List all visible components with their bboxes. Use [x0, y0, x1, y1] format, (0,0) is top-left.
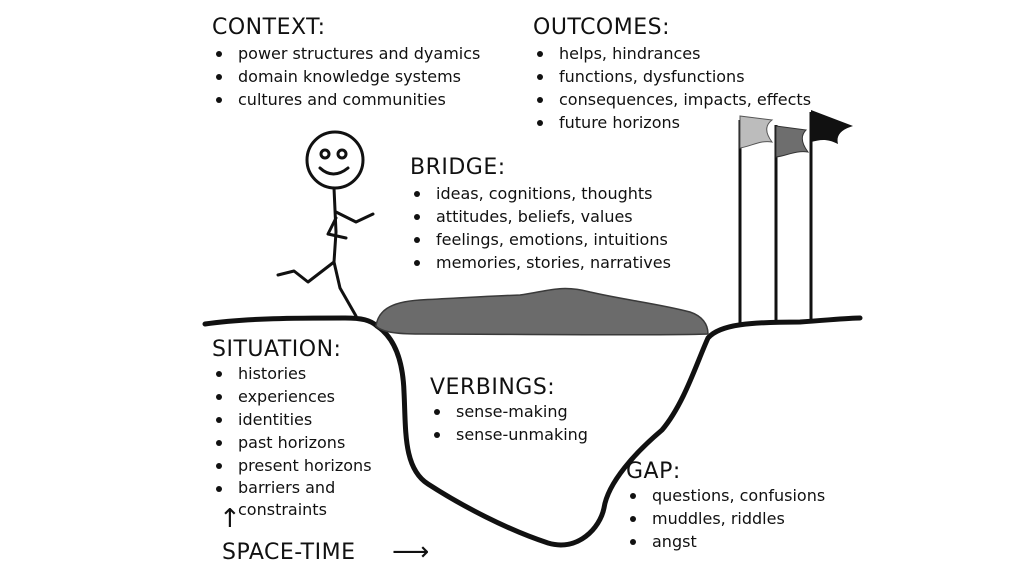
bullet-icon [216, 417, 222, 423]
bullet-icon [216, 371, 222, 377]
bullet-icon [216, 486, 222, 492]
bridge-heading: BRIDGE: [410, 155, 506, 180]
bridge-section: BRIDGE: ideas, cognitions, thoughts atti… [410, 156, 671, 274]
outcomes-section: OUTCOMES: helps, hindrances functions, d… [533, 16, 811, 134]
list-item: barriers and constraints [212, 477, 372, 521]
context-section: CONTEXT: power structures and dyamics do… [212, 16, 480, 111]
situation-section: SITUATION: histories experiences identit… [212, 338, 372, 521]
bullet-icon [216, 74, 222, 80]
bullet-icon [630, 516, 636, 522]
stick-figure [276, 130, 375, 318]
bullet-icon [414, 214, 420, 220]
list-item: sense-making [430, 400, 588, 423]
list-item: experiences [212, 385, 372, 408]
stick-figure-right-eye [336, 148, 348, 160]
context-list: power structures and dyamics domain know… [212, 42, 480, 111]
bullet-icon [216, 97, 222, 103]
flag-mid [775, 125, 810, 158]
verbings-list: sense-making sense-unmaking [430, 400, 588, 446]
gap-chasm [374, 315, 863, 548]
bullet-icon [216, 440, 222, 446]
list-item: power structures and dyamics [212, 42, 480, 65]
bullet-icon [630, 539, 636, 545]
list-item: helps, hindrances [533, 42, 811, 65]
bullet-icon [414, 237, 420, 243]
bridge-list: ideas, cognitions, thoughts attitudes, b… [410, 182, 671, 274]
bullet-icon [630, 493, 636, 499]
space-time-label: SPACE-TIME [222, 540, 356, 565]
bullet-icon [537, 74, 543, 80]
list-item: histories [212, 362, 372, 385]
bullet-icon [537, 120, 543, 126]
bullet-icon [216, 51, 222, 57]
list-item: future horizons [533, 111, 811, 134]
bullet-icon [434, 409, 440, 415]
bullet-icon [216, 394, 222, 400]
right-arrow-icon: ⟶ [392, 537, 430, 567]
list-item: identities [212, 408, 372, 431]
bridge-shape [375, 287, 709, 336]
outcomes-list: helps, hindrances functions, dysfunction… [533, 42, 811, 134]
list-item: ideas, cognitions, thoughts [410, 182, 671, 205]
stick-figure-head [305, 130, 365, 190]
list-item: muddles, riddles [626, 507, 825, 530]
list-item: consequences, impacts, effects [533, 88, 811, 111]
situation-list: histories experiences identities past ho… [212, 362, 372, 521]
bullet-icon [414, 260, 420, 266]
flag-dark [811, 110, 853, 144]
stick-figure-body [332, 186, 338, 264]
verbings-section: VERBINGS: sense-making sense-unmaking [430, 376, 588, 446]
stick-figure-arms [326, 210, 375, 240]
gap-heading: GAP: [626, 459, 681, 484]
stick-figure-left-eye [319, 148, 331, 160]
list-item: cultures and communities [212, 88, 480, 111]
list-item: angst [626, 530, 825, 553]
gap-list: questions, confusions muddles, riddles a… [626, 484, 825, 553]
up-arrow-icon: ↑ [219, 504, 242, 534]
outcomes-heading: OUTCOMES: [533, 15, 671, 40]
bullet-icon [537, 51, 543, 57]
stick-figure-legs [276, 260, 358, 318]
verbings-heading: VERBINGS: [430, 375, 556, 400]
stick-figure-smile [318, 166, 350, 176]
list-item: feelings, emotions, intuitions [410, 228, 671, 251]
list-item: present horizons [212, 454, 372, 477]
flag-light [739, 115, 774, 149]
situation-heading: SITUATION: [212, 337, 342, 362]
bullet-icon [216, 463, 222, 469]
list-item: past horizons [212, 431, 372, 454]
bullet-icon [414, 191, 420, 197]
list-item: functions, dysfunctions [533, 65, 811, 88]
list-item: domain knowledge systems [212, 65, 480, 88]
bullet-icon [434, 432, 440, 438]
list-item: attitudes, beliefs, values [410, 205, 671, 228]
context-heading: CONTEXT: [212, 15, 326, 40]
list-item: sense-unmaking [430, 423, 588, 446]
bullet-icon [537, 97, 543, 103]
list-item: questions, confusions [626, 484, 825, 507]
list-item: memories, stories, narratives [410, 251, 671, 274]
ground-left [202, 315, 380, 329]
gap-section: GAP: questions, confusions muddles, ridd… [626, 460, 825, 553]
